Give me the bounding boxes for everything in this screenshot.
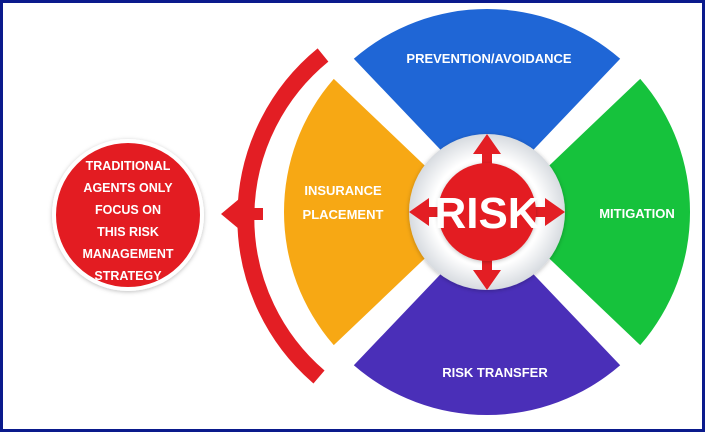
callout-line-4: THIS RISK: [97, 225, 159, 239]
callout-circle: [52, 139, 204, 291]
insurance-label-line-1: INSURANCE: [304, 183, 382, 198]
left-arrow: [221, 199, 263, 229]
arrow-up-icon: [473, 134, 501, 172]
risk-center-circle: [438, 163, 536, 261]
callout-line-2: AGENTS ONLY: [83, 181, 173, 195]
risk-diagram: RISK PREVENTION/AVOIDANCE MITIGATION RIS…: [52, 8, 691, 416]
arrow-left-icon: [409, 198, 447, 226]
center-arrows: [409, 134, 565, 290]
mitigation-label: MITIGATION: [599, 206, 675, 221]
callout-line-1: TRADITIONAL: [86, 159, 171, 173]
segment-risk-transfer: [353, 262, 621, 416]
callout-line-3: FOCUS ON: [95, 203, 161, 217]
callout-text: TRADITIONAL AGENTS ONLY FOCUS ON THIS RI…: [83, 159, 174, 283]
segment-insurance-placement: [283, 78, 437, 346]
insurance-label-line-2: PLACEMENT: [303, 207, 384, 222]
arrow-down-icon: [473, 252, 501, 290]
risk-transfer-label: RISK TRANSFER: [442, 365, 548, 380]
segment-prevention: [353, 8, 621, 162]
callout-line-5: MANAGEMENT: [83, 247, 174, 261]
callout-line-6: STRATEGY: [94, 269, 162, 283]
prevention-label: PREVENTION/AVOIDANCE: [406, 51, 571, 66]
risk-center-label: RISK: [434, 189, 539, 238]
segment-mitigation: [537, 78, 691, 346]
arrow-right-icon: [527, 198, 565, 226]
